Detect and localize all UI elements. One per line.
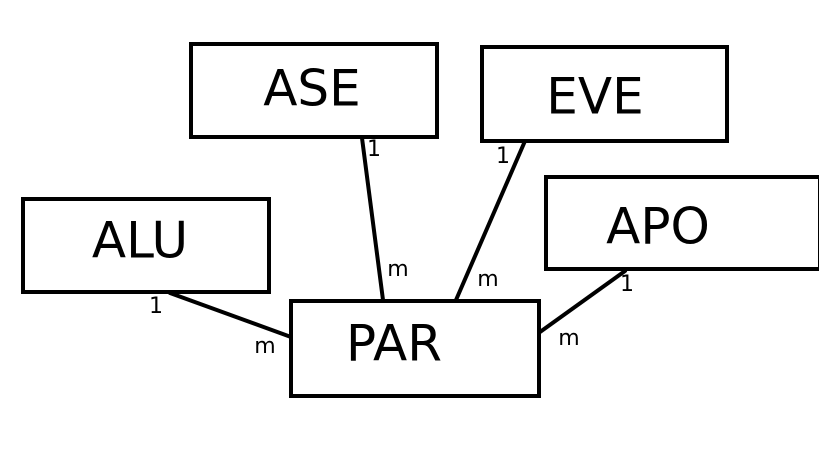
entity-apo-box	[544, 175, 819, 271]
relationship-line-eve-par	[454, 139, 527, 302]
entity-eve-box	[480, 45, 729, 143]
entity-par[interactable]: PAR	[289, 299, 541, 398]
entity-par-box	[289, 299, 541, 398]
cardinality-alu-one: 1	[149, 294, 163, 319]
entity-ase-box	[189, 42, 439, 139]
cardinality-alu-many: m	[254, 334, 275, 359]
cardinality-ase-one: 1	[367, 137, 381, 162]
relationship-line-alu-par	[168, 291, 293, 339]
cardinality-eve-one: 1	[496, 144, 510, 169]
entity-alu-label: ALU	[92, 212, 188, 270]
entity-alu[interactable]: ALU	[21, 197, 271, 294]
cardinality-apo-many: m	[558, 326, 579, 351]
entity-ase-label: ASE	[263, 60, 361, 118]
cardinality-apo-one: 1	[620, 272, 634, 297]
relationship-line-apo-par	[538, 269, 627, 334]
cardinality-eve-many: m	[477, 267, 498, 292]
entity-eve-label: EVE	[546, 68, 643, 126]
cardinality-ase-many: m	[387, 257, 408, 282]
entity-apo[interactable]: APO	[544, 175, 819, 271]
entity-apo-label: APO	[606, 198, 710, 256]
entity-eve[interactable]: EVE	[480, 45, 729, 143]
entity-ase[interactable]: ASE	[189, 42, 439, 139]
entity-par-label: PAR	[346, 315, 442, 373]
relationship-line-ase-par	[360, 136, 385, 302]
entity-alu-box	[21, 197, 271, 294]
